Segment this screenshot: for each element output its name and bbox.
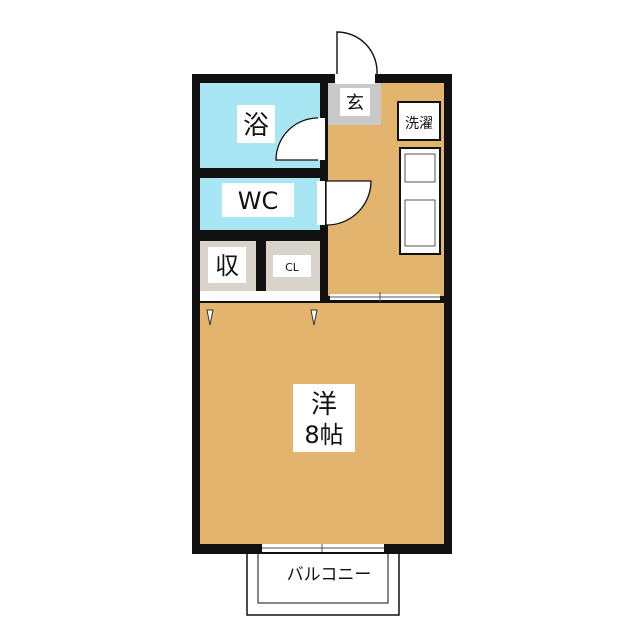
wc-label: WC bbox=[238, 187, 279, 215]
bath-door-swing bbox=[275, 117, 319, 161]
balcony-outline bbox=[246, 554, 400, 616]
wc-door-swing bbox=[325, 180, 372, 226]
western-room-size-label: 8帖 bbox=[304, 421, 343, 449]
storage-label: 収 bbox=[215, 252, 239, 280]
entrance-label-box bbox=[340, 88, 370, 116]
storage-label-box bbox=[208, 247, 246, 283]
western-room-label: 洋 bbox=[311, 390, 337, 420]
closet-label-box bbox=[273, 255, 311, 277]
bath-door-opening bbox=[317, 118, 325, 160]
stove-icon bbox=[404, 153, 436, 183]
bath-label: 浴 bbox=[243, 111, 269, 141]
closet-label: CL bbox=[285, 261, 300, 274]
hinge-mark-left bbox=[206, 309, 214, 326]
western-room-label-box bbox=[293, 384, 355, 452]
entrance-label: 玄 bbox=[346, 93, 364, 114]
wc-door-opening bbox=[317, 181, 325, 225]
sink-icon bbox=[404, 199, 436, 247]
washer-label: 洗濯 bbox=[405, 116, 433, 132]
wc-label-box bbox=[222, 183, 294, 217]
balcony-label: バルコニー bbox=[287, 565, 372, 585]
bath-label-box bbox=[237, 105, 275, 143]
front-door-opening bbox=[335, 74, 375, 84]
washer-space bbox=[397, 101, 441, 141]
balcony-label-box bbox=[274, 558, 384, 588]
front-door-swing bbox=[336, 31, 378, 75]
hinge-mark-right bbox=[310, 309, 318, 326]
storage-wall-opening bbox=[200, 291, 320, 301]
balcony-inner bbox=[257, 554, 389, 604]
